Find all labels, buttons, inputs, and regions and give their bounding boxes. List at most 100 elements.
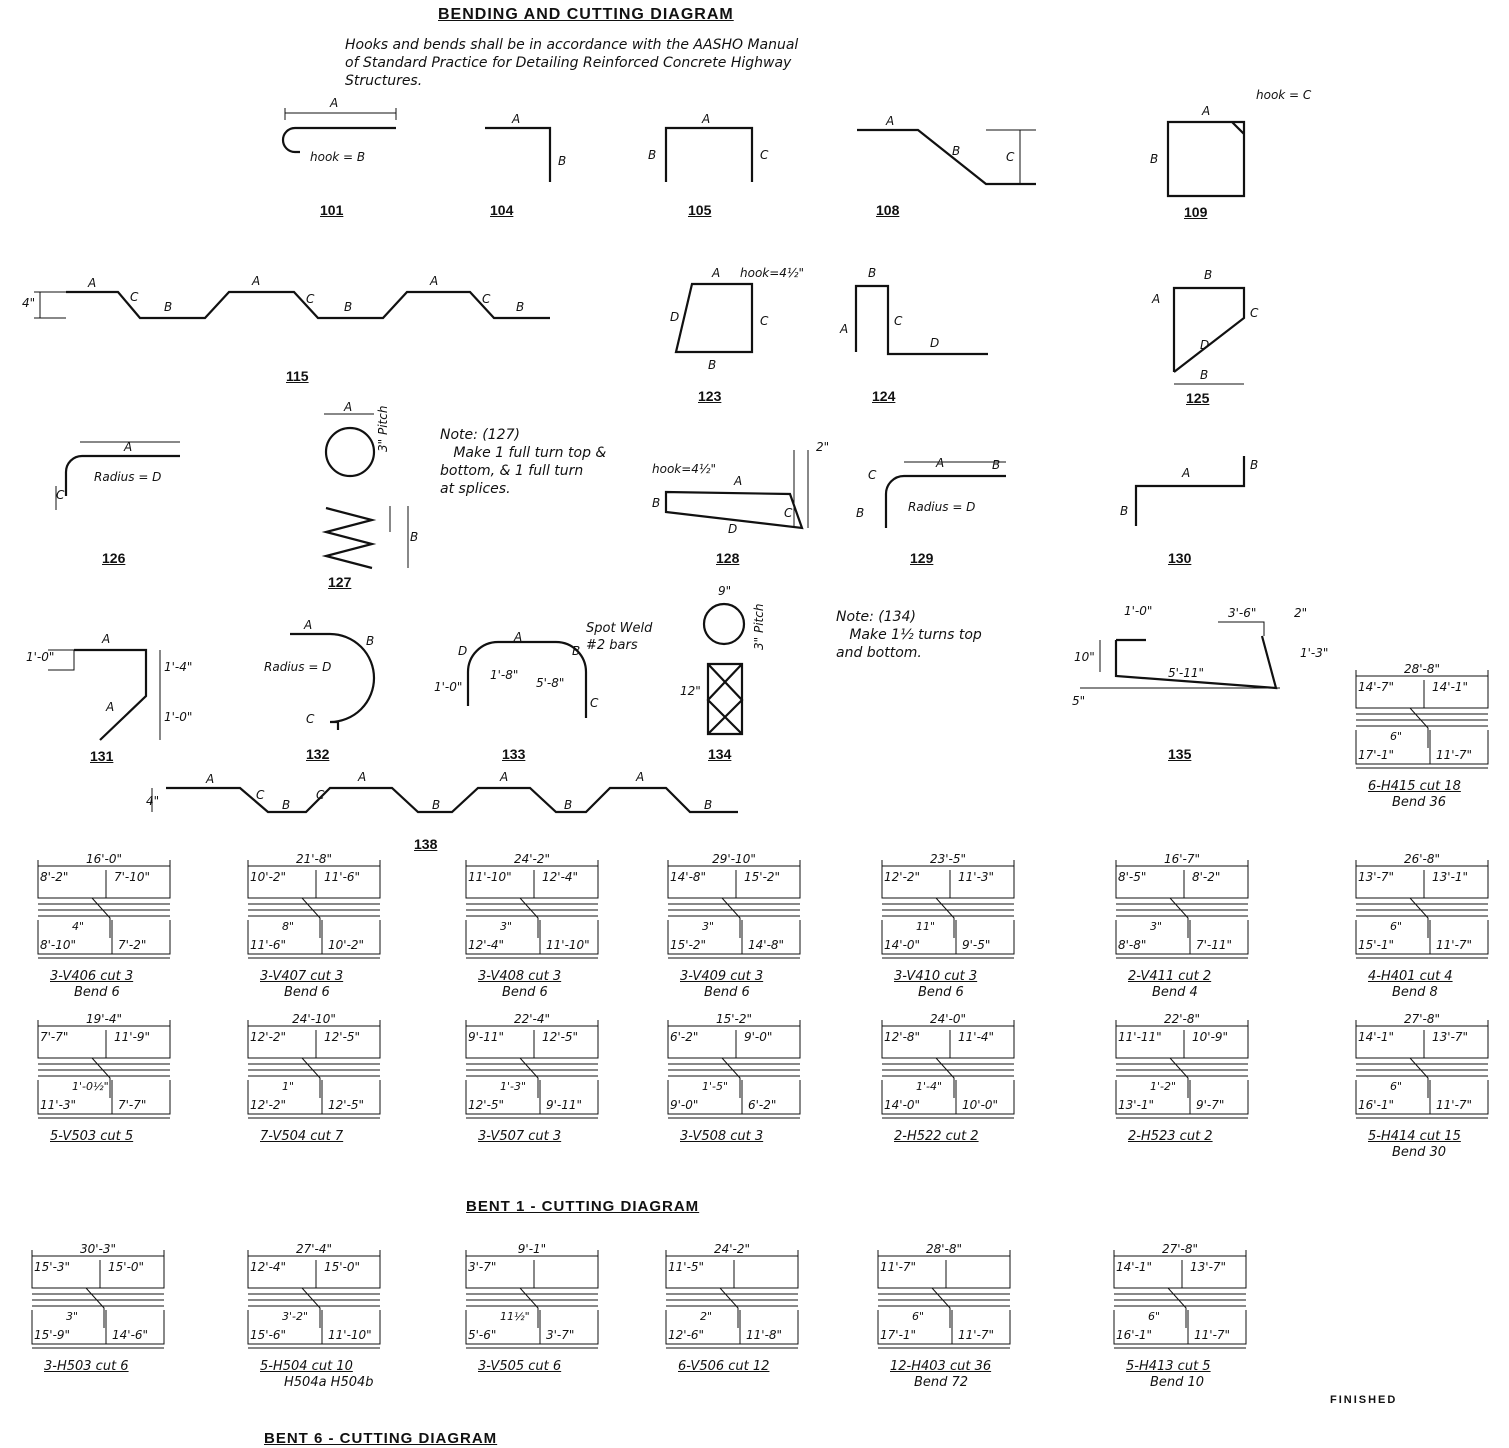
cut-mark: 6-V506 cut 12 [678, 1359, 770, 1374]
cut-bottom-right-length: 10'-0" [962, 1098, 999, 1112]
cut-mark: 3-V505 cut 6 [478, 1359, 562, 1374]
shape-125-c: C [1250, 306, 1259, 320]
shape-135-d2: 3'-6" [1228, 606, 1257, 620]
shape-127-b: B [410, 530, 419, 544]
cut-mark: 3-V508 cut 3 [680, 1129, 764, 1144]
shape-134-number: 134 [708, 746, 732, 762]
cutting-diagram: 16'-0" 8'-2" 7'-10" 4" 8'-10" 7'-2" 3-V4… [36, 852, 172, 1006]
shape-128-dim [793, 450, 809, 528]
shape-105-bar [664, 126, 754, 182]
note-134: Note: (134) Make 1½ turns top and bottom… [836, 609, 982, 661]
cut-total-length: 29'-10" [712, 852, 756, 866]
cut-bend-note: H504a H504b [284, 1375, 374, 1390]
cut-offset: 6" [1390, 1080, 1403, 1093]
cut-mark: 3-V410 cut 3 [894, 969, 978, 984]
cut-top-right-length: 14'-1" [1432, 680, 1469, 694]
cut-offset: 3" [500, 920, 513, 933]
general-note: Hooks and bends shall be in accordance w… [345, 37, 799, 89]
shape-108-c: C [1006, 150, 1015, 164]
cut-offset: 1'-3" [500, 1080, 527, 1093]
shape-124-number: 124 [872, 388, 896, 404]
cut-mark: 3-V507 cut 3 [478, 1129, 562, 1144]
cut-mark: 2-H522 cut 2 [894, 1129, 979, 1144]
cut-total-length: 16'-0" [85, 852, 123, 866]
cut-bottom-right-length: 11'-10" [546, 938, 590, 952]
shape-138-a2: A [358, 770, 367, 784]
shape-138-b1: B [282, 798, 291, 812]
shape-135-number: 135 [1168, 746, 1192, 762]
shape-115-c2: C [306, 292, 315, 306]
cut-mark: 5-V503 cut 5 [50, 1129, 134, 1144]
cut-bottom-left-length: 8'-8" [1118, 938, 1147, 952]
cut-bend-note: Bend 6 [74, 985, 120, 1000]
cut-total-length: 24'-2" [513, 852, 551, 866]
cut-total-length: 22'-4" [513, 1012, 551, 1026]
cut-total-length: 23'-5" [929, 852, 967, 866]
cut-offset: 3'-2" [282, 1310, 309, 1323]
cut-mark: 2-V411 cut 2 [1128, 969, 1212, 984]
shape-128-b: B [652, 496, 661, 510]
cut-top-left-length: 14'-1" [1358, 1030, 1395, 1044]
cut-mark: 6-H415 cut 18 [1368, 779, 1461, 794]
shape-138-a3: A [500, 770, 509, 784]
shape-127-number: 127 [328, 574, 352, 590]
shape-132-radius: Radius = D [264, 660, 332, 674]
shape-135-d1: 1'-0" [1124, 604, 1153, 618]
shape-134-spiral [706, 662, 744, 736]
shape-138-b2: B [432, 798, 441, 812]
cut-bottom-left-length: 17'-1" [1358, 748, 1395, 762]
cut-mark: 3-H503 cut 6 [44, 1359, 129, 1374]
shape-130-number: 130 [1168, 550, 1192, 566]
shape-127-dim [324, 413, 409, 568]
cut-bottom-right-length: 7'-11" [1196, 938, 1233, 952]
shape-138-b3: B [564, 798, 573, 812]
cut-bend-note: Bend 36 [1392, 795, 1447, 810]
shape-133-b: B [572, 644, 581, 658]
shape-123-c: C [760, 314, 769, 328]
cut-bottom-left-length: 12'-5" [468, 1098, 505, 1112]
cut-top-left-length: 8'-2" [40, 870, 69, 884]
shape-133-bar [466, 640, 588, 718]
cut-offset: 1" [282, 1080, 295, 1093]
cut-top-right-length: 11'-3" [958, 870, 995, 884]
cut-offset: 1'-4" [916, 1080, 943, 1093]
cut-top-right-length: 13'-7" [1432, 1030, 1469, 1044]
cut-bend-note: Bend 72 [914, 1375, 969, 1390]
cutting-diagram: 28'-8" 11'-7" 6" 17'-1" 11'-7" 12-H403 c… [876, 1242, 1012, 1396]
note-127: Note: (127) Make 1 full turn top & botto… [440, 427, 607, 497]
cut-mark: 12-H403 cut 36 [890, 1359, 992, 1374]
cut-offset: 6" [1390, 920, 1403, 933]
shape-115-c3: C [482, 292, 491, 306]
shape-132-b: B [366, 634, 375, 648]
shape-105-b: B [648, 148, 657, 162]
cut-bend-note: Bend 6 [502, 985, 548, 1000]
cutting-diagram: 9'-1" 3'-7" 11½" 5'-6" 3'-7" 3-V505 cut … [464, 1242, 600, 1396]
cut-mark: 5-H414 cut 15 [1368, 1129, 1461, 1144]
cut-bottom-left-length: 8'-10" [40, 938, 77, 952]
cut-total-length: 28'-8" [925, 1242, 963, 1256]
shape-132-number: 132 [306, 746, 330, 762]
shape-125-bar [1172, 286, 1246, 373]
shape-124-b: B [868, 266, 877, 280]
cut-top-right-length: 7'-10" [114, 870, 151, 884]
cut-offset: 6" [1148, 1310, 1161, 1323]
shape-105-number: 105 [688, 202, 712, 218]
cut-bottom-left-length: 13'-1" [1118, 1098, 1155, 1112]
cut-top-right-length: 9'-0" [744, 1030, 773, 1044]
cutting-diagram: 30'-3" 15'-3" 15'-0" 3" 15'-9" 14'-6" 3-… [30, 1242, 166, 1396]
cutting-diagram: 29'-10" 14'-8" 15'-2" 3" 15'-2" 14'-8" 3… [666, 852, 802, 1006]
shape-135-d7: 5" [1072, 694, 1086, 708]
cut-bottom-left-length: 14'-0" [884, 1098, 921, 1112]
shape-125-number: 125 [1186, 390, 1210, 406]
cut-bottom-left-length: 15'-1" [1358, 938, 1395, 952]
shape-128-number: 128 [716, 550, 740, 566]
cut-bottom-left-length: 16'-1" [1116, 1328, 1153, 1342]
cut-bottom-left-length: 12'-2" [250, 1098, 287, 1112]
cut-offset: 1'-2" [1150, 1080, 1177, 1093]
shape-129-b: B [856, 506, 865, 520]
cut-top-right-length: 15'-2" [744, 870, 781, 884]
cut-total-length: 21'-8" [295, 852, 333, 866]
cut-mark: 3-V408 cut 3 [478, 969, 562, 984]
cut-bottom-right-length: 11'-7" [1436, 938, 1473, 952]
